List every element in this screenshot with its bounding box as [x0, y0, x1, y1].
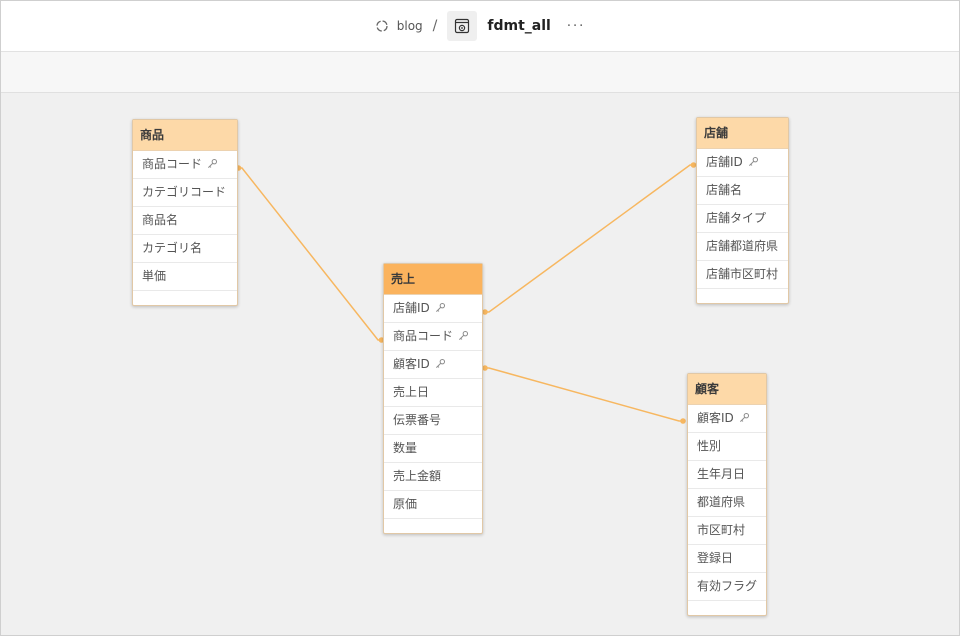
field-name: 登録日 — [697, 551, 734, 565]
field-row[interactable]: 店舗名 — [697, 177, 788, 205]
field-row[interactable]: 顧客ID — [384, 351, 482, 379]
field-name: 商品名 — [142, 213, 179, 227]
table-card-sales[interactable]: 売上 店舗ID 商品コード 顧客ID 売上日 伝票番号 数量 売上金額 原価 — [383, 263, 483, 534]
field-name: 店舗都道府県 — [706, 239, 779, 253]
table-footer — [688, 601, 766, 615]
field-row[interactable]: カテゴリ名 — [133, 235, 237, 263]
field-name: 性別 — [697, 439, 722, 453]
field-row[interactable]: 店舗市区町村 — [697, 261, 788, 289]
field-row[interactable]: 商品名 — [133, 207, 237, 235]
key-icon — [208, 158, 218, 168]
field-name: 店舗ID — [706, 155, 743, 169]
field-row[interactable]: 原価 — [384, 491, 482, 519]
field-name: 生年月日 — [697, 467, 746, 481]
space-icon — [375, 19, 389, 33]
table-title[interactable]: 売上 — [384, 264, 482, 295]
table-title[interactable]: 商品 — [133, 120, 237, 151]
breadcrumb-separator: / — [432, 18, 438, 34]
field-name: 市区町村 — [697, 523, 746, 537]
field-row[interactable]: 数量 — [384, 435, 482, 463]
field-name: 店舗タイプ — [706, 211, 767, 225]
field-name: 顧客ID — [393, 357, 430, 371]
table-card-product[interactable]: 商品 商品コード カテゴリコード 商品名 カテゴリ名 単価 — [132, 119, 238, 306]
field-name: 商品コード — [142, 157, 203, 171]
app-icon[interactable] — [447, 11, 478, 41]
table-card-store[interactable]: 店舗 店舗ID 店舗名 店舗タイプ 店舗都道府県 店舗市区町村 — [696, 117, 789, 304]
field-name: カテゴリコード — [142, 185, 227, 199]
field-name: 有効フラグ — [697, 579, 758, 593]
field-row[interactable]: 売上金額 — [384, 463, 482, 491]
field-name: 顧客ID — [697, 411, 734, 425]
field-row[interactable]: 性別 — [688, 433, 766, 461]
table-footer — [697, 289, 788, 303]
more-options-button[interactable]: ··· — [566, 18, 586, 34]
field-row[interactable]: 市区町村 — [688, 517, 766, 545]
field-row[interactable]: カテゴリコード — [133, 179, 237, 207]
field-name: 店舗名 — [706, 183, 743, 197]
field-name: カテゴリ名 — [142, 241, 203, 255]
field-name: 原価 — [393, 497, 418, 511]
field-row[interactable]: 店舗都道府県 — [697, 233, 788, 261]
field-row[interactable]: 売上日 — [384, 379, 482, 407]
field-row[interactable]: 商品コード — [133, 151, 237, 179]
field-name: 店舗ID — [393, 301, 430, 315]
key-icon — [739, 412, 749, 422]
field-row[interactable]: 有効フラグ — [688, 573, 766, 601]
breadcrumb-space-link[interactable]: blog — [396, 19, 423, 33]
field-row[interactable]: 都道府県 — [688, 489, 766, 517]
key-icon — [459, 330, 469, 340]
field-name: 売上金額 — [393, 469, 442, 483]
key-icon — [748, 156, 758, 166]
field-row[interactable]: 登録日 — [688, 545, 766, 573]
field-name: 数量 — [393, 441, 418, 455]
field-row[interactable]: 店舗タイプ — [697, 205, 788, 233]
field-name: 都道府県 — [697, 495, 746, 509]
key-icon — [435, 302, 445, 312]
table-title[interactable]: 店舗 — [697, 118, 788, 149]
table-footer — [384, 519, 482, 533]
field-row[interactable]: 伝票番号 — [384, 407, 482, 435]
field-row[interactable]: 商品コード — [384, 323, 482, 351]
top-bar: blog / fdmt_all ··· — [1, 1, 959, 52]
toolbar — [1, 52, 959, 93]
table-footer — [133, 291, 237, 305]
field-name: 伝票番号 — [393, 413, 442, 427]
field-row[interactable]: 顧客ID — [688, 405, 766, 433]
table-card-customer[interactable]: 顧客 顧客ID 性別 生年月日 都道府県 市区町村 登録日 有効フラグ — [687, 373, 767, 616]
field-name: 商品コード — [393, 329, 454, 343]
breadcrumb: blog / fdmt_all ··· — [1, 1, 959, 51]
field-row[interactable]: 生年月日 — [688, 461, 766, 489]
field-row[interactable]: 店舗ID — [697, 149, 788, 177]
field-name: 店舗市区町村 — [706, 267, 779, 281]
table-title[interactable]: 顧客 — [688, 374, 766, 405]
field-row[interactable]: 店舗ID — [384, 295, 482, 323]
key-icon — [435, 358, 445, 368]
field-name: 単価 — [142, 269, 167, 283]
field-name: 売上日 — [393, 385, 430, 399]
app-name[interactable]: fdmt_all — [487, 18, 551, 34]
field-row[interactable]: 単価 — [133, 263, 237, 291]
